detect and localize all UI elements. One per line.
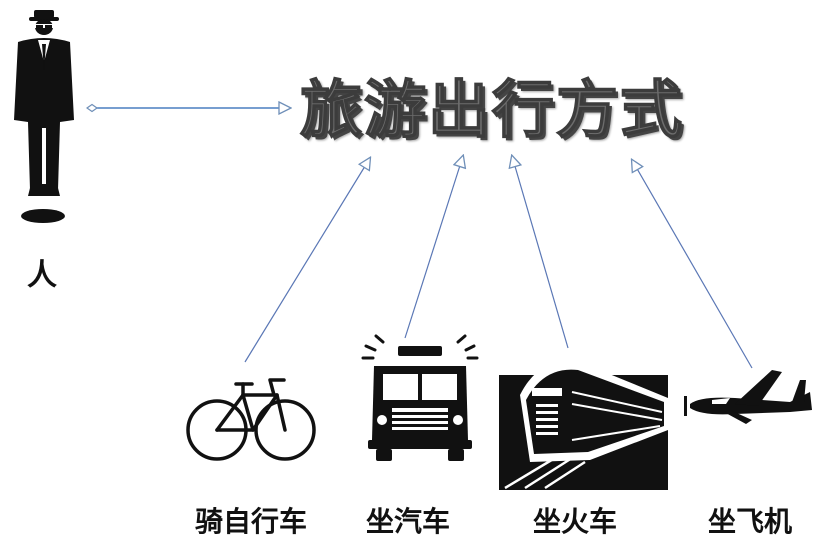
diagram-title: 旅游出行方式 — [299, 72, 685, 147]
train-to-title-arrow — [512, 156, 569, 349]
airplane-label: 坐飞机 — [707, 505, 792, 538]
train-label: 坐火车 — [532, 505, 617, 538]
bus-to-title-arrow — [404, 156, 463, 339]
bus-label: 坐汽车 — [365, 505, 450, 538]
plane-to-title-arrow — [632, 160, 753, 369]
person-label: 人 — [27, 258, 57, 293]
bicycle-label: 骑自行车 — [194, 505, 307, 538]
bicycle-to-title-arrow — [244, 158, 370, 363]
